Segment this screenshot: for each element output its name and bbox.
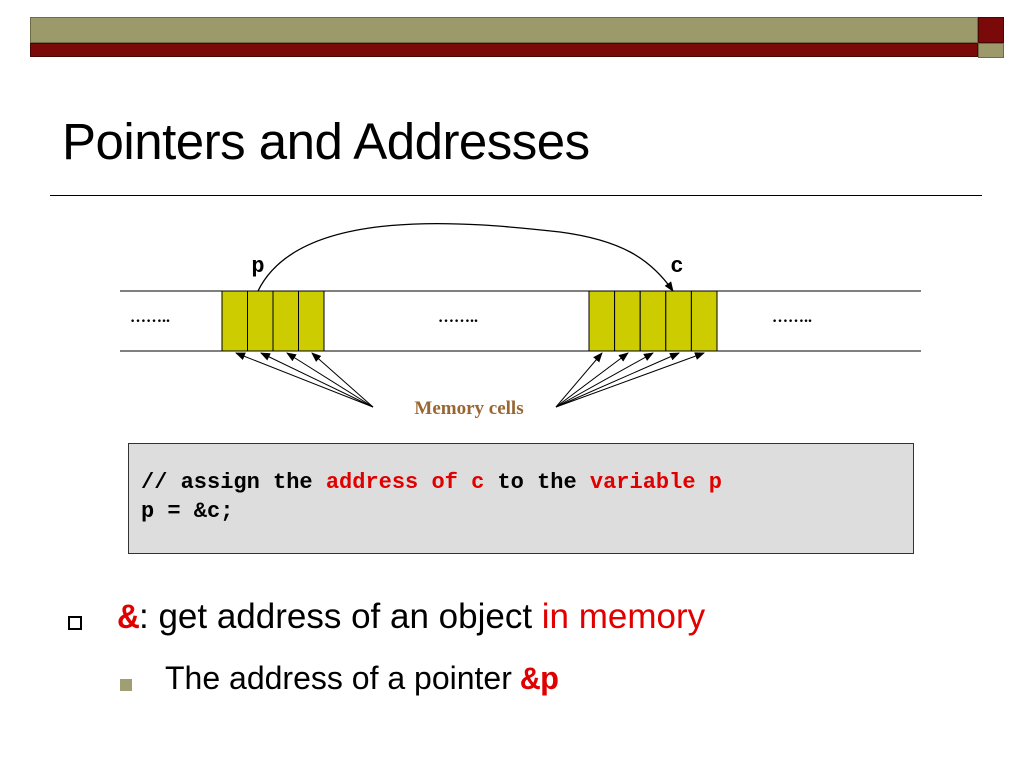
bullet-1-highlight: in memory — [541, 597, 706, 636]
memory-diagram: p c …….. …….. …….. Memory cells — [120, 222, 921, 419]
code-comment-part: to the — [484, 470, 590, 495]
cell-arrow — [555, 352, 705, 408]
variable-c-cells — [588, 290, 718, 352]
ampersand-symbol: & — [118, 599, 140, 639]
header-bar — [30, 17, 978, 57]
memory-cell — [298, 290, 325, 352]
header-olive-band — [30, 17, 978, 43]
pointer-arrow — [257, 222, 674, 292]
header-corner-olive-square — [978, 43, 1004, 58]
ellipsis-middle: …….. — [438, 309, 478, 326]
cell-arrow — [286, 352, 374, 408]
memory-cell — [690, 290, 718, 352]
ellipsis-left: …….. — [130, 309, 170, 326]
filled-square-bullet-icon — [120, 679, 132, 691]
code-comment-part: // assign the — [141, 470, 326, 495]
memory-cells-label: Memory cells — [414, 398, 523, 419]
slide-title: Pointers and Addresses — [62, 113, 590, 170]
title-divider — [50, 195, 982, 196]
cell-arrow — [260, 352, 374, 408]
memory-cell — [614, 290, 641, 352]
code-comment-highlight: address of c — [325, 470, 485, 495]
hollow-square-bullet-icon — [68, 616, 82, 630]
cell-arrow — [555, 352, 603, 408]
ellipsis-right: …….. — [772, 309, 812, 326]
memory-cell — [221, 290, 248, 352]
bullet-item-2: The address of a pointer &p — [165, 660, 559, 699]
memory-cell — [665, 290, 692, 352]
memory-cell — [247, 290, 274, 352]
cell-arrow — [555, 352, 629, 408]
cell-arrow — [555, 352, 680, 408]
pointer-p-cells — [221, 290, 325, 352]
memory-cell — [588, 290, 616, 352]
cell-arrow — [235, 352, 374, 408]
pointer-label-p: p — [251, 254, 264, 279]
bullet-1-body: : get address of an object — [139, 597, 542, 636]
bullet-2-body: The address of a pointer — [165, 660, 521, 696]
cell-arrow — [555, 352, 654, 408]
cell-arrow — [311, 352, 374, 408]
header-corner-maroon-square — [978, 17, 1004, 43]
code-statement: p = &c; — [141, 499, 234, 524]
memory-cell — [639, 290, 667, 352]
bullet-1-text: &: get address of an object in memory — [118, 597, 705, 639]
pointer-address-code: &p — [520, 662, 560, 699]
memory-cell — [272, 290, 299, 352]
code-snippet-box: // assign the address of c to the variab… — [128, 443, 914, 554]
variable-label-c: c — [670, 254, 683, 279]
header-maroon-band — [30, 43, 978, 57]
memory-cell-arrows — [235, 352, 705, 408]
code-comment-highlight: variable p — [589, 470, 722, 495]
